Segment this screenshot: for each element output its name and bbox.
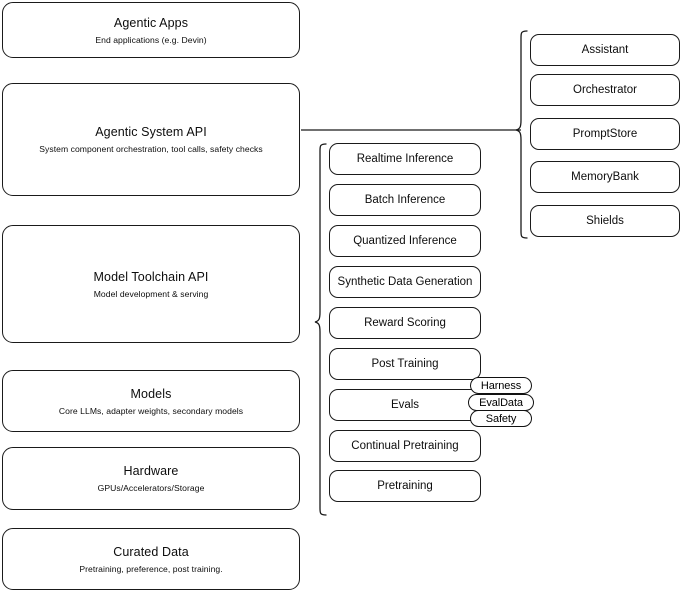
layer-box-agentic-apps[interactable]: Agentic Apps End applications (e.g. Devi… [2, 2, 300, 58]
system-component-shields[interactable]: Shields [530, 205, 680, 237]
system-component-memorybank[interactable]: MemoryBank [530, 161, 680, 193]
layer-subtitle: Model development & serving [93, 288, 209, 299]
layer-box-model-toolchain-api[interactable]: Model Toolchain API Model development & … [2, 225, 300, 343]
brace-model-toolchain-capabilities [314, 143, 327, 516]
layer-box-hardware[interactable]: Hardware GPUs/Accelerators/Storage [2, 447, 300, 510]
layer-subtitle: Core LLMs, adapter weights, secondary mo… [58, 405, 244, 416]
layer-title: Agentic Apps [113, 15, 189, 30]
system-component-orchestrator[interactable]: Orchestrator [530, 74, 680, 106]
layer-title: Models [130, 386, 172, 401]
brace-agentic-system-components [515, 30, 528, 239]
capability-batch-inference[interactable]: Batch Inference [329, 184, 481, 216]
system-component-label: MemoryBank [571, 171, 639, 183]
capability-label: Reward Scoring [364, 317, 446, 329]
system-component-promptstore[interactable]: PromptStore [530, 118, 680, 150]
system-component-assistant[interactable]: Assistant [530, 34, 680, 66]
layer-box-curated-data[interactable]: Curated Data Pretraining, preference, po… [2, 528, 300, 590]
evals-subitem-label: EvalData [479, 396, 523, 409]
capability-label: Realtime Inference [356, 153, 454, 165]
capability-label: Continual Pretraining [351, 440, 459, 452]
layer-box-models[interactable]: Models Core LLMs, adapter weights, secon… [2, 370, 300, 432]
capability-realtime-inference[interactable]: Realtime Inference [329, 143, 481, 175]
capability-reward-scoring[interactable]: Reward Scoring [329, 307, 481, 339]
layer-title: Hardware [123, 464, 179, 478]
layer-subtitle: Pretraining, preference, post training. [79, 563, 223, 574]
system-component-label: PromptStore [572, 128, 638, 140]
evals-subitem-evaldata[interactable]: EvalData [468, 394, 534, 411]
capability-label: Evals [390, 399, 420, 411]
capability-label: Post Training [371, 358, 439, 370]
capability-pretraining[interactable]: Pretraining [329, 470, 481, 502]
capability-quantized-inference[interactable]: Quantized Inference [329, 225, 481, 257]
system-component-label: Orchestrator [573, 84, 637, 96]
evals-subitem-safety[interactable]: Safety [470, 410, 532, 427]
capability-label: Batch Inference [364, 194, 446, 206]
layer-subtitle: System component orchestration, tool cal… [39, 144, 263, 154]
system-component-label: Shields [586, 215, 624, 227]
evals-subitem-label: Harness [480, 379, 522, 392]
capability-evals[interactable]: Evals [329, 389, 481, 421]
system-component-label: Assistant [581, 44, 629, 56]
layer-subtitle: GPUs/Accelerators/Storage [97, 483, 205, 493]
evals-subitem-harness[interactable]: Harness [470, 377, 532, 394]
capability-label: Quantized Inference [353, 235, 457, 247]
layer-subtitle: End applications (e.g. Devin) [95, 34, 207, 45]
evals-subitem-label: Safety [485, 412, 517, 425]
layer-title: Agentic System API [95, 125, 207, 139]
layer-title: Curated Data [113, 544, 189, 559]
capability-label: Synthetic Data Generation [337, 276, 473, 288]
capability-post-training[interactable]: Post Training [329, 348, 481, 380]
layer-box-agentic-system-api[interactable]: Agentic System API System component orch… [2, 83, 300, 196]
capability-continual-pretraining[interactable]: Continual Pretraining [329, 430, 481, 462]
capability-label: Pretraining [377, 480, 433, 492]
layer-title: Model Toolchain API [93, 269, 209, 284]
capability-synthetic-data-generation[interactable]: Synthetic Data Generation [329, 266, 481, 298]
